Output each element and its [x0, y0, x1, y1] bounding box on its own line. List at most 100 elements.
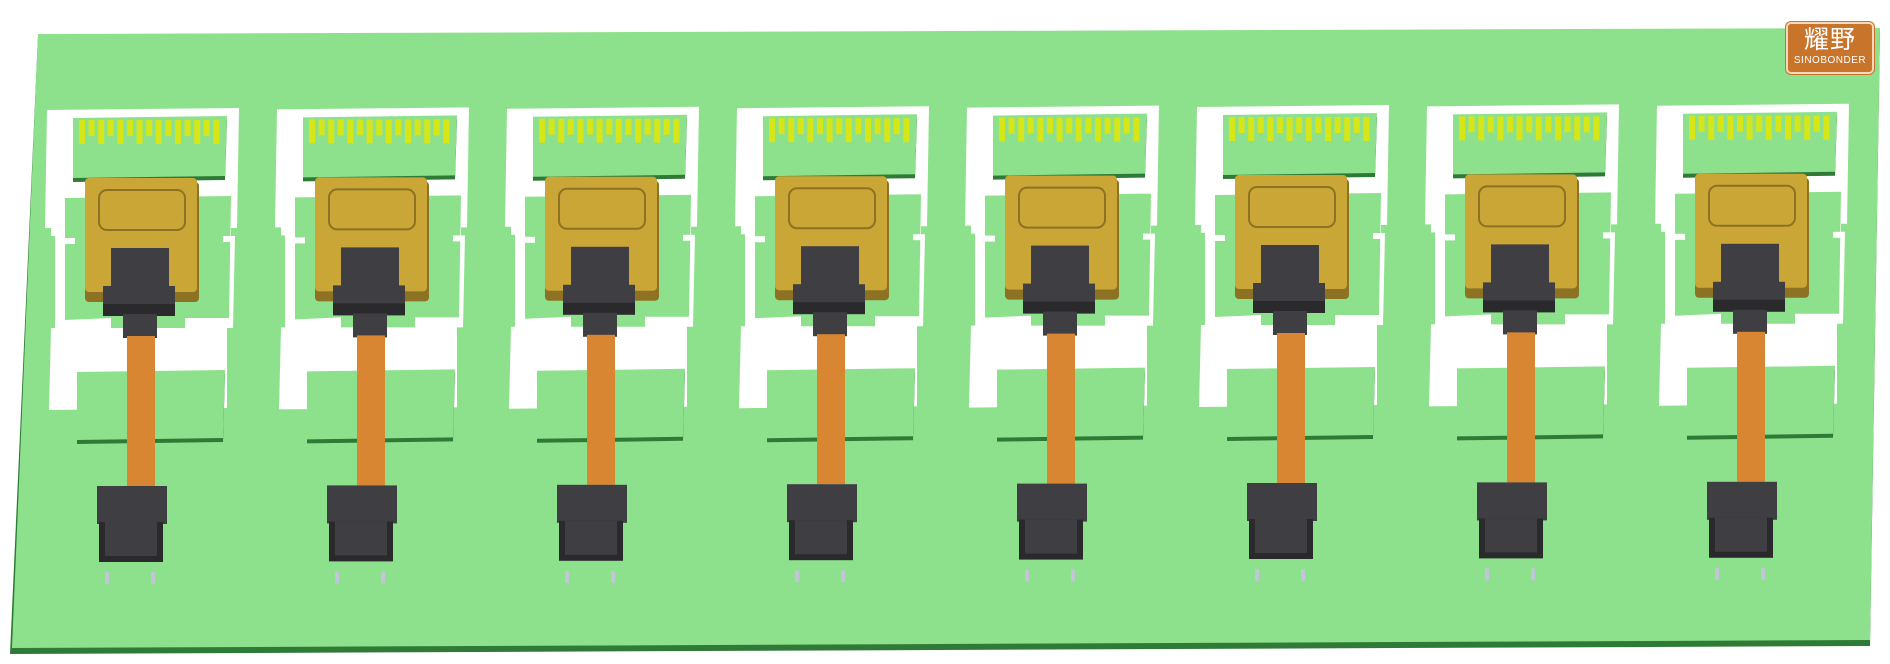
connector-pin: [151, 572, 155, 584]
contact-pad: [1555, 116, 1561, 141]
contact-pad: [577, 118, 584, 143]
bottom-connector-top: [1017, 483, 1087, 522]
contact-pad: [1689, 115, 1695, 140]
contact-pad: [596, 118, 603, 143]
contact-pad: [1075, 117, 1082, 142]
contact-pad: [663, 118, 670, 135]
plug-body: [1721, 243, 1779, 284]
plug-flange-shadow: [563, 302, 635, 315]
module-unit: [1195, 105, 1389, 581]
contact-pad: [1497, 116, 1504, 141]
contact-pad: [357, 119, 363, 136]
contact-pad: [414, 119, 421, 136]
flex-cable: [587, 334, 615, 485]
contact-pad: [309, 119, 315, 144]
connector-pin: [1071, 569, 1075, 582]
contact-pad: [88, 120, 95, 136]
bottom-connector-top: [787, 484, 857, 523]
contact-pad: [893, 118, 900, 135]
plug-flange: [1023, 283, 1095, 304]
contact-pad: [1746, 115, 1753, 140]
gold-connector-recess: [788, 187, 876, 230]
contact-pad: [1085, 117, 1092, 134]
flex-cable: [817, 334, 845, 485]
bottom-connector-top: [97, 486, 167, 524]
contact-pad: [337, 119, 344, 136]
contact-pad: [1305, 117, 1312, 141]
notch-right: [1603, 232, 1611, 239]
contact-pad: [1717, 115, 1724, 132]
flex-cable: [357, 335, 385, 486]
contact-pad: [826, 118, 833, 143]
contact-pad: [1008, 117, 1015, 134]
plug-flange-shadow: [103, 304, 175, 316]
notch-right: [223, 236, 231, 242]
contact-pad: [778, 118, 785, 135]
plug-neck: [123, 314, 157, 338]
plug-neck: [583, 312, 617, 337]
contact-pad: [587, 118, 593, 135]
contact-pad: [443, 119, 450, 144]
bottom-connector-face: [335, 521, 387, 556]
plug-flange-shadow: [1253, 301, 1325, 313]
contact-pad: [797, 118, 804, 135]
contact-pad: [884, 118, 891, 143]
contact-pad: [855, 118, 862, 135]
contact-pad: [865, 118, 871, 143]
contact-pad: [1478, 116, 1485, 141]
contact-pad: [405, 119, 411, 144]
plug-body: [571, 246, 629, 287]
contact-pad: [1027, 117, 1034, 134]
bottom-connector-face: [1025, 519, 1077, 554]
module-unit: [505, 106, 699, 583]
connector-pin: [565, 570, 569, 583]
contact-pad: [318, 119, 325, 136]
contact-pad: [107, 120, 114, 136]
contact-pad: [788, 118, 795, 143]
plug-neck: [1733, 309, 1767, 334]
module-units: [45, 103, 1849, 584]
flex-cable: [127, 336, 155, 486]
contact-pad: [1353, 117, 1360, 133]
contact-pad: [347, 119, 354, 144]
contact-pad: [1583, 116, 1590, 133]
contact-pad: [845, 118, 852, 143]
gold-connector-recess: [558, 187, 646, 230]
contact-pad: [836, 118, 843, 135]
contact-pad: [1296, 117, 1303, 133]
contact-pad: [1315, 117, 1322, 133]
contact-pad: [213, 120, 220, 144]
module-unit: [1425, 104, 1619, 581]
bottom-connector-face: [1715, 517, 1767, 552]
module-unit: [275, 107, 469, 584]
plug-neck: [1043, 311, 1077, 336]
contact-pad: [376, 119, 383, 136]
contact-pad: [1823, 115, 1830, 140]
connector-pin: [841, 570, 845, 583]
contact-pad: [1785, 115, 1791, 140]
contact-pad: [98, 120, 105, 144]
contact-pad: [903, 118, 910, 143]
bottom-connector-top: [327, 485, 397, 524]
contact-pad: [328, 119, 335, 144]
contact-pad: [1286, 117, 1293, 141]
contact-pad: [817, 118, 823, 135]
gold-connector-recess: [1018, 186, 1106, 229]
bottom-connector-face: [1255, 519, 1307, 553]
gold-connector-recess: [1478, 185, 1566, 228]
notch-right: [913, 234, 921, 241]
contact-pad: [366, 119, 373, 144]
sinobonder-logo: 耀野 SINOBONDER: [1786, 22, 1874, 74]
gold-connector-recess: [1248, 186, 1336, 228]
connector-pin: [1761, 567, 1765, 580]
notch-right: [1833, 231, 1841, 238]
plug-neck: [353, 313, 387, 338]
contact-pad: [1813, 115, 1820, 132]
connector-pin: [335, 571, 339, 584]
contact-pad: [1698, 115, 1705, 132]
contact-pad: [1114, 117, 1121, 142]
connector-pin: [381, 571, 385, 584]
plug-flange: [1253, 283, 1325, 303]
connector-pin: [1485, 568, 1489, 581]
